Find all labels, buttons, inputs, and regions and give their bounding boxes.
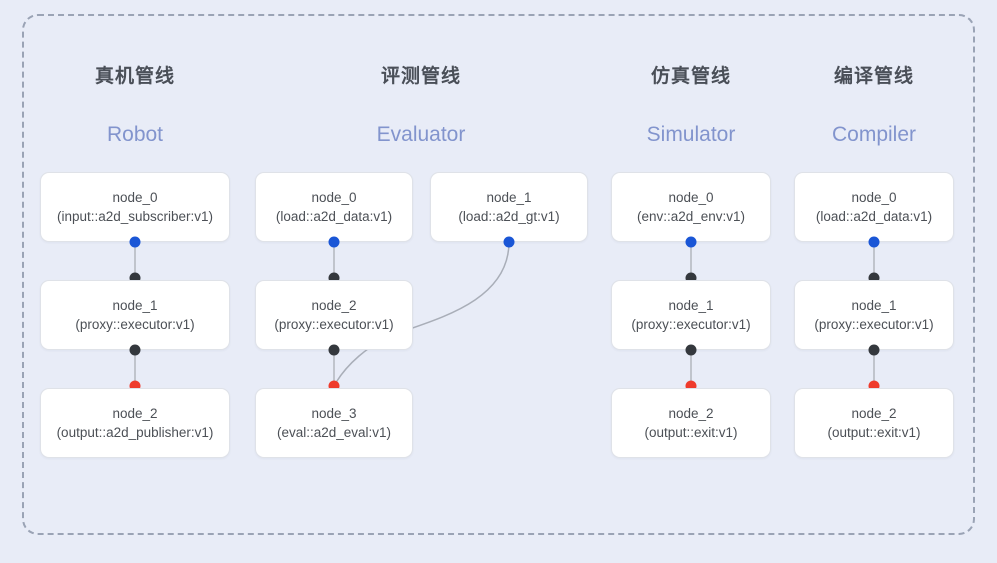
- node-name: node_2: [311, 297, 357, 313]
- node-evaluator-1[interactable]: node_1 (load::a2d_gt:v1): [430, 172, 588, 242]
- port-input-simulator-1[interactable]: [685, 272, 697, 284]
- node-robot-2[interactable]: node_2 (output::a2d_publisher:v1): [40, 388, 230, 458]
- node-name: node_1: [851, 297, 897, 313]
- node-name: node_1: [486, 189, 532, 205]
- node-robot-1[interactable]: node_1 (proxy::executor:v1): [40, 280, 230, 350]
- node-type: (load::a2d_gt:v1): [458, 208, 560, 224]
- node-simulator-0[interactable]: node_0 (env::a2d_env:v1): [611, 172, 771, 242]
- pipeline-column-robot: 真机管线 Robot: [40, 0, 230, 563]
- node-type: (proxy::executor:v1): [631, 316, 751, 332]
- port-output-simulator-1[interactable]: [685, 344, 697, 356]
- port-input-simulator-2[interactable]: [685, 380, 697, 392]
- column-title-robot: 真机管线: [94, 66, 175, 87]
- column-subtitle-compiler: Compiler: [831, 123, 917, 146]
- port-input-evaluator-3[interactable]: [328, 380, 340, 392]
- node-compiler-0[interactable]: node_0 (load::a2d_data:v1): [794, 172, 954, 242]
- node-type: (output::exit:v1): [827, 424, 921, 440]
- pipeline-column-simulator: 仿真管线 Simulator: [611, 0, 771, 563]
- node-name: node_2: [851, 405, 897, 421]
- port-output-simulator-0[interactable]: [685, 236, 697, 248]
- node-compiler-1[interactable]: node_1 (proxy::executor:v1): [794, 280, 954, 350]
- node-type: (proxy::executor:v1): [75, 316, 195, 332]
- node-name: node_2: [112, 405, 158, 421]
- pipeline-column-evaluator: 评测管线 Evaluator: [326, 0, 516, 563]
- node-type: (load::a2d_data:v1): [815, 208, 933, 224]
- node-name: node_0: [112, 189, 158, 205]
- column-subtitle-robot: Robot: [106, 123, 164, 146]
- port-output-robot-0[interactable]: [129, 236, 141, 248]
- port-output-evaluator-0[interactable]: [328, 236, 340, 248]
- port-input-robot-2[interactable]: [129, 380, 141, 392]
- column-title-simulator: 仿真管线: [650, 66, 731, 87]
- node-type: (env::a2d_env:v1): [636, 208, 746, 224]
- node-name: node_0: [668, 189, 714, 205]
- pipeline-column-compiler: 编译管线 Compiler: [794, 0, 954, 563]
- column-title-compiler: 编译管线: [833, 66, 914, 87]
- node-evaluator-2[interactable]: node_2 (proxy::executor:v1): [255, 280, 413, 350]
- port-output-compiler-0[interactable]: [868, 236, 880, 248]
- node-name: node_1: [112, 297, 158, 313]
- column-title-evaluator: 评测管线: [380, 66, 461, 87]
- port-output-evaluator-1[interactable]: [503, 236, 515, 248]
- node-simulator-1[interactable]: node_1 (proxy::executor:v1): [611, 280, 771, 350]
- node-evaluator-0[interactable]: node_0 (load::a2d_data:v1): [255, 172, 413, 242]
- node-name: node_2: [668, 405, 714, 421]
- node-type: (load::a2d_data:v1): [275, 208, 393, 224]
- node-evaluator-3[interactable]: node_3 (eval::a2d_eval:v1): [255, 388, 413, 458]
- port-input-compiler-1[interactable]: [868, 272, 880, 284]
- port-input-compiler-2[interactable]: [868, 380, 880, 392]
- node-robot-0[interactable]: node_0 (input::a2d_subscriber:v1): [40, 172, 230, 242]
- node-type: (proxy::executor:v1): [274, 316, 394, 332]
- node-type: (output::exit:v1): [644, 424, 738, 440]
- node-simulator-2[interactable]: node_2 (output::exit:v1): [611, 388, 771, 458]
- port-input-robot-1[interactable]: [129, 272, 141, 284]
- node-name: node_1: [668, 297, 714, 313]
- node-name: node_0: [851, 189, 897, 205]
- node-type: (eval::a2d_eval:v1): [276, 424, 392, 440]
- node-name: node_3: [311, 405, 357, 421]
- node-type: (proxy::executor:v1): [814, 316, 934, 332]
- node-type: (input::a2d_subscriber:v1): [56, 208, 214, 224]
- port-input-evaluator-2[interactable]: [328, 272, 340, 284]
- column-subtitle-evaluator: Evaluator: [376, 123, 466, 146]
- port-output-evaluator-2[interactable]: [328, 344, 340, 356]
- column-subtitle-simulator: Simulator: [646, 123, 736, 146]
- node-name: node_0: [311, 189, 357, 205]
- port-output-compiler-1[interactable]: [868, 344, 880, 356]
- node-type: (output::a2d_publisher:v1): [56, 424, 214, 440]
- node-compiler-2[interactable]: node_2 (output::exit:v1): [794, 388, 954, 458]
- port-output-robot-1[interactable]: [129, 344, 141, 356]
